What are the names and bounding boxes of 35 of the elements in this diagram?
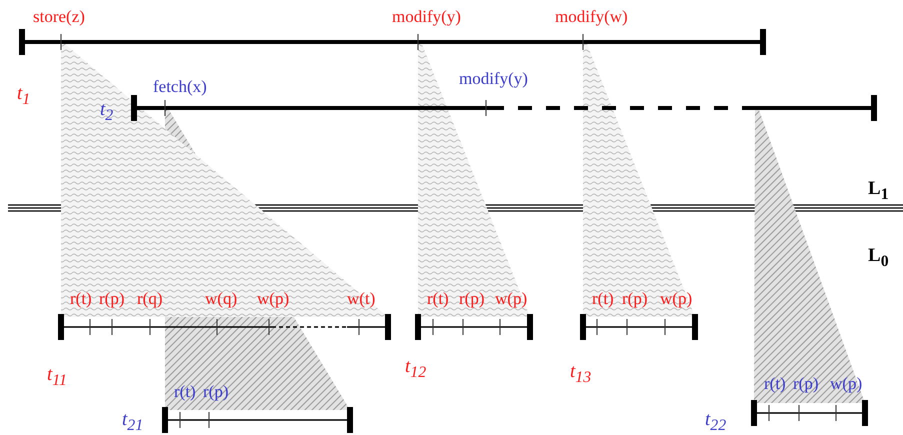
level-label: L$_{0}$ [868,245,889,272]
shaded-wedge [754,110,865,403]
shaded-wedge [583,44,695,317]
operation-label: w(p) [660,289,692,309]
transaction-label: t$_{2}$ [100,100,114,126]
operation-label: r(p) [622,289,648,309]
transaction-label: t$_{22}$ [705,410,726,435]
operation-label: r(p) [793,374,818,394]
level-label: L$_{1}$ [868,178,889,205]
operation-label: r(t) [592,289,614,309]
operation-label: r(p) [203,382,228,402]
operation-label: w(q) [205,289,238,309]
operation-label: r(p) [99,289,124,309]
operation-label: modify(y) [392,7,461,27]
operation-label: r(q) [137,289,162,309]
operation-label: store(z) [33,7,85,27]
operation-label: r(t) [174,382,196,402]
operation-label: fetch(x) [153,77,207,97]
transaction-label: t$_{12}$ [405,357,426,383]
operation-label: w(p) [495,289,528,309]
transaction-label: t$_{13}$ [570,362,592,388]
operation-label: r(p) [459,289,484,309]
transaction-label: t$_{21}$ [122,410,144,435]
operation-label: w(p) [257,289,290,309]
operation-label: r(t) [764,374,786,394]
transaction-label: t$_{11}$ [47,365,67,391]
operation-label: modify(y) [459,69,528,89]
operation-label: w(p) [830,374,862,394]
operation-label: modify(w) [555,7,628,27]
operation-label: r(t) [427,289,449,309]
operation-label: r(t) [70,289,92,309]
shaded-wedge [418,44,530,317]
transaction-label: t$_{1}$ [17,84,30,110]
shaded-wedge [61,44,388,317]
operation-label: w(t) [347,289,376,309]
